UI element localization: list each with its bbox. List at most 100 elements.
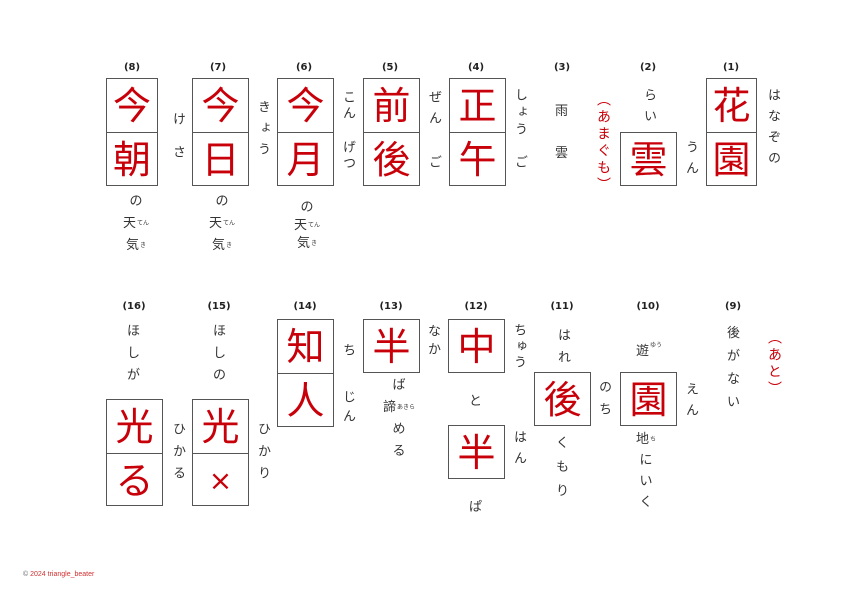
kanji-box-11: 後 bbox=[534, 372, 591, 426]
problem-number: (14) bbox=[293, 301, 317, 312]
text-char: し bbox=[213, 346, 227, 361]
reading: きょう bbox=[255, 100, 270, 163]
text-char: に bbox=[639, 453, 653, 468]
text-char: 天 bbox=[209, 216, 223, 231]
text-char: 諦 bbox=[383, 400, 397, 415]
text-char: め bbox=[392, 422, 406, 437]
problem-number: (11) bbox=[550, 301, 574, 312]
problem-number: (1) bbox=[722, 62, 740, 73]
furigana: てん bbox=[223, 220, 236, 227]
text-char: な bbox=[727, 372, 741, 387]
after-text: ぱ bbox=[469, 500, 483, 515]
text-char: り bbox=[556, 484, 570, 499]
kanji-cell: 人 bbox=[278, 373, 333, 427]
text-char: 雲 bbox=[555, 146, 569, 161]
text-char: も bbox=[556, 460, 570, 475]
kanji-cell: 正 bbox=[458, 83, 497, 128]
after-text: の 天てん 気き bbox=[123, 194, 149, 254]
text-char: ば bbox=[392, 378, 406, 393]
kanji-box-7: 今 日 bbox=[192, 78, 249, 186]
text-char: の bbox=[129, 194, 143, 209]
after-text: の 天てん 気き bbox=[209, 194, 235, 254]
kanji-with-furigana: 諦あきら bbox=[383, 400, 415, 416]
reading-top: ち bbox=[340, 343, 355, 364]
problem-number: (9) bbox=[724, 301, 742, 312]
kanji-with-furigana: 天てん bbox=[294, 218, 320, 234]
problem-number: (3) bbox=[553, 62, 571, 73]
reading-bottom: じん bbox=[340, 390, 355, 428]
text-char: ほ bbox=[127, 324, 141, 339]
reading-before: はれ bbox=[555, 328, 570, 372]
kanji-box-1: 花 園 bbox=[706, 78, 757, 186]
text-char: の bbox=[215, 194, 229, 209]
text-char: く bbox=[639, 495, 653, 510]
text-char: 天 bbox=[123, 216, 137, 231]
furigana: あきら bbox=[397, 404, 416, 411]
kanji-with-furigana: 天てん bbox=[209, 216, 235, 232]
text-char: 気 bbox=[212, 238, 226, 253]
reading-bottom: さ bbox=[170, 145, 185, 166]
text-char: 後 bbox=[727, 326, 741, 341]
kanji-box-6: 今 月 bbox=[277, 78, 334, 186]
text-char: ほ bbox=[213, 324, 227, 339]
problem-number: (8) bbox=[123, 62, 141, 73]
reading-before: らい bbox=[641, 88, 656, 130]
kanji-cell: 今 bbox=[112, 83, 151, 128]
text-char: い bbox=[727, 395, 741, 410]
problem-number: (2) bbox=[639, 62, 657, 73]
kanji-cell: 月 bbox=[278, 132, 333, 186]
kanji-box-4: 正 午 bbox=[449, 78, 506, 186]
problem-number: (16) bbox=[122, 301, 146, 312]
problem-number: (15) bbox=[207, 301, 231, 312]
furigana: てん bbox=[308, 222, 321, 229]
problem-number: (4) bbox=[467, 62, 485, 73]
copyright: © 2024 triangle_beater bbox=[23, 571, 94, 578]
furigana: てん bbox=[137, 220, 150, 227]
furigana: ち bbox=[650, 436, 657, 443]
kanji-cell: 後 bbox=[543, 377, 582, 422]
reading: なか bbox=[425, 324, 440, 360]
reading-bottom: ご bbox=[426, 155, 441, 176]
reading: ひかり bbox=[255, 422, 270, 488]
kanji-cell: 今 bbox=[286, 83, 325, 128]
kanji-with-furigana: 天てん bbox=[123, 216, 149, 232]
kanji-cell: 知 bbox=[286, 324, 325, 369]
kanji-with-furigana: 気き bbox=[297, 236, 317, 252]
kanji-box-13: 半 bbox=[363, 319, 420, 373]
kanji-with-furigana: 遊ゆう bbox=[636, 340, 662, 359]
answer: （あまぐも） bbox=[595, 92, 611, 194]
kanji-cell: 朝 bbox=[107, 132, 157, 186]
kanji-cell: 日 bbox=[193, 132, 248, 186]
reading: えん bbox=[683, 382, 698, 424]
kanji-box-15: 光 × bbox=[192, 399, 249, 506]
text-char: 遊 bbox=[636, 344, 650, 359]
reading: ひかる bbox=[170, 422, 185, 488]
reading-bottom: げつ bbox=[340, 140, 355, 172]
reading: うん bbox=[683, 140, 698, 182]
text-char: い bbox=[639, 474, 653, 489]
reading: のち bbox=[596, 380, 611, 424]
kanji-with-furigana: 気き bbox=[126, 238, 146, 254]
before-text: ほ し が bbox=[127, 324, 140, 384]
cross-mark-cell: × bbox=[193, 453, 248, 507]
text-char: の bbox=[213, 368, 227, 383]
text-char: 雨 bbox=[555, 104, 569, 119]
before-text: ほ し の bbox=[213, 324, 226, 384]
problem-number: (10) bbox=[636, 301, 660, 312]
kanji-cell: 園 bbox=[629, 377, 668, 422]
kanji-box-8: 今 朝 bbox=[106, 78, 158, 186]
furigana: き bbox=[226, 242, 233, 249]
text-char: が bbox=[127, 368, 141, 383]
answer: （あと） bbox=[766, 330, 782, 398]
reading: はん bbox=[511, 430, 526, 472]
text-char: く bbox=[556, 436, 570, 451]
kanji-box-12a: 中 bbox=[448, 319, 505, 373]
problem-number: (5) bbox=[381, 62, 399, 73]
problem-number: (7) bbox=[209, 62, 227, 73]
kanji-cell: 花 bbox=[712, 83, 751, 128]
text-column: 後 が な い bbox=[727, 326, 740, 411]
kanji-cell: 半 bbox=[372, 324, 411, 369]
kanji-cell: 午 bbox=[450, 132, 505, 186]
kanji-cell: 光 bbox=[201, 404, 240, 449]
kanji-cell: 後 bbox=[364, 132, 419, 186]
